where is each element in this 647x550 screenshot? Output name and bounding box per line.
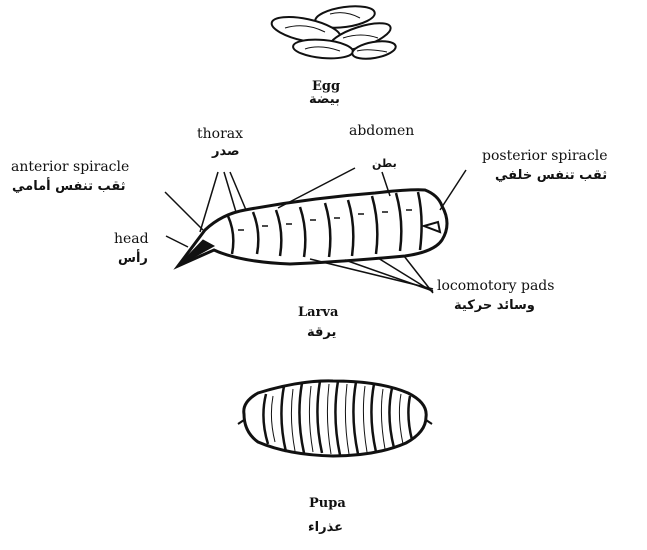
thorax-label: thorax bbox=[197, 127, 243, 141]
posterior-spiracle-label-ar: ثقب تنفس خلفي bbox=[495, 169, 607, 182]
abdomen-label: abdomen bbox=[349, 124, 414, 138]
abdomen-label-ar: بطن bbox=[372, 158, 397, 169]
larva-body bbox=[178, 190, 447, 266]
anterior-spiracle-label: anterior spiracle bbox=[11, 160, 129, 174]
posterior-spiracle-label: posterior spiracle bbox=[482, 149, 608, 163]
pupa-label-ar: عذراء bbox=[308, 521, 343, 534]
head-label-ar: رأس bbox=[118, 252, 148, 265]
egg-cluster bbox=[269, 3, 397, 62]
locomotory-pads-label: locomotory pads bbox=[437, 279, 554, 293]
larva-label-ar: يرقة bbox=[307, 326, 336, 339]
head-label: head bbox=[114, 232, 149, 246]
egg-label-ar: بيضة bbox=[309, 93, 340, 106]
larva-label: Larva bbox=[298, 306, 338, 319]
thorax-label-ar: صدر bbox=[212, 145, 240, 158]
pupa-body bbox=[238, 381, 432, 456]
anterior-spiracle-label-ar: ثقب تنفس أمامي bbox=[12, 180, 126, 193]
locomotory-pads-label-ar: وسائد حركية bbox=[454, 299, 535, 312]
pupa-label: Pupa bbox=[309, 497, 346, 510]
